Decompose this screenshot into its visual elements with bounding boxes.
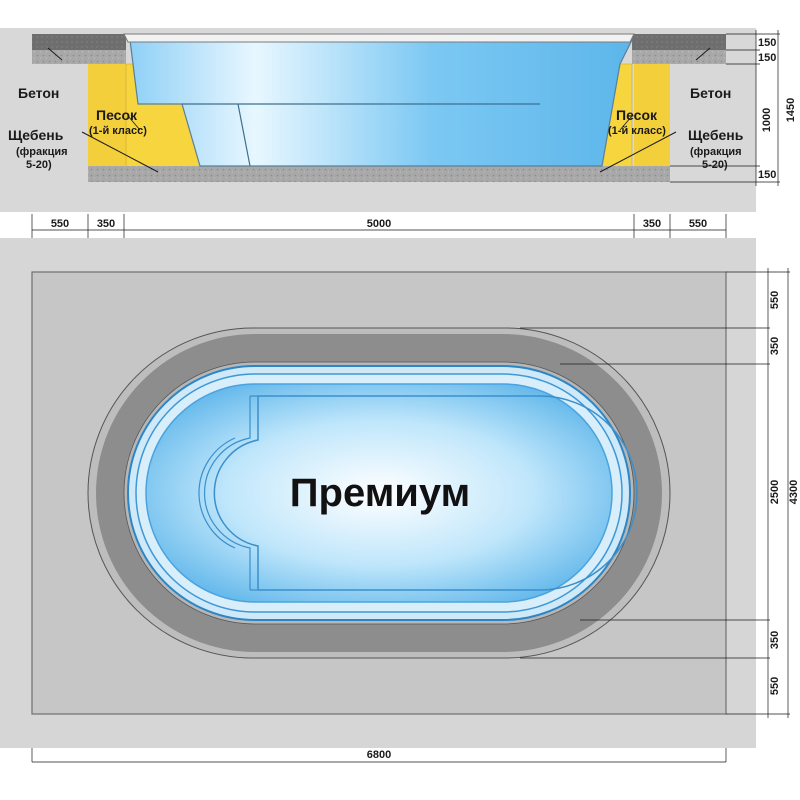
gravel-bed-left [32, 50, 126, 64]
plan-dim-total: 4300 [788, 480, 800, 504]
width-dims: 550 350 5000 350 550 [0, 212, 756, 762]
plan-dim-outer-top: 550 [769, 291, 781, 309]
width-sand-left: 350 [97, 218, 115, 230]
leader-sand-left [127, 115, 141, 131]
gravel-fill-right [634, 64, 670, 182]
gravel-fill-left [88, 64, 126, 182]
section-dims-right [670, 30, 780, 186]
width-pool: 5000 [367, 218, 391, 230]
label-gravel-right: Щебень [688, 127, 744, 143]
total-width: 6800 [367, 749, 391, 761]
label-gravel-fraction-left-2: 5-20) [26, 159, 52, 171]
section-view: Бетон Бетон Песок (1-й класс) Песок (1-й… [0, 28, 797, 214]
dim-total-depth: 1450 [785, 98, 797, 122]
label-sand-class-left: (1-й класс) [89, 125, 147, 137]
plan-dim-pool: 2500 [769, 480, 781, 504]
plan-dims-right [520, 268, 790, 718]
leader-gravel-right [599, 131, 677, 173]
dim-depth: 1000 [761, 108, 773, 132]
label-gravel-left: Щебень [8, 127, 64, 143]
dim-bed: 150 [758, 52, 776, 64]
dim-slab: 150 [758, 37, 776, 49]
pool-rim-section [123, 33, 635, 43]
step-corners [250, 395, 258, 591]
gravel-bed-right [632, 50, 726, 64]
width-outer-left: 550 [51, 218, 69, 230]
label-sand-left: Песок [96, 107, 138, 123]
dim-bottom: 150 [758, 169, 776, 181]
label-gravel-fraction-right-1: (фракция [690, 146, 742, 158]
label-concrete-left: Бетон [18, 85, 59, 101]
label-gravel-fraction-left-1: (фракция [16, 146, 68, 158]
pool-water [145, 383, 613, 603]
plan-dim-sand-bottom: 350 [769, 631, 781, 649]
pool-model-title: Премиум [290, 471, 470, 515]
label-sand-class-right: (1-й класс) [608, 125, 666, 137]
step-outline [204, 396, 251, 590]
step-arc-inner [198, 437, 236, 549]
width-outer-right: 550 [689, 218, 707, 230]
concrete-slab-left [32, 34, 126, 50]
pool-shell-section [129, 39, 633, 167]
gravel-bottom [88, 166, 670, 182]
label-concrete-right: Бетон [690, 85, 731, 101]
concrete-slab-right [632, 34, 726, 50]
width-sand-right: 350 [643, 218, 661, 230]
pool-floor-outline [213, 395, 638, 591]
leader-concrete-left [47, 47, 63, 61]
plan-dim-sand-top: 350 [769, 337, 781, 355]
leader-sand-right [619, 115, 633, 131]
label-sand-right: Песок [616, 107, 658, 123]
plan-dim-outer-bottom: 550 [769, 677, 781, 695]
step-edge [237, 103, 251, 167]
plan-view: Премиум 550 350 2500 350 550 4300 6800 [0, 238, 800, 763]
leader-gravel-left [81, 131, 159, 173]
label-gravel-fraction-right-2: 5-20) [702, 159, 728, 171]
leader-concrete-right [695, 47, 711, 61]
